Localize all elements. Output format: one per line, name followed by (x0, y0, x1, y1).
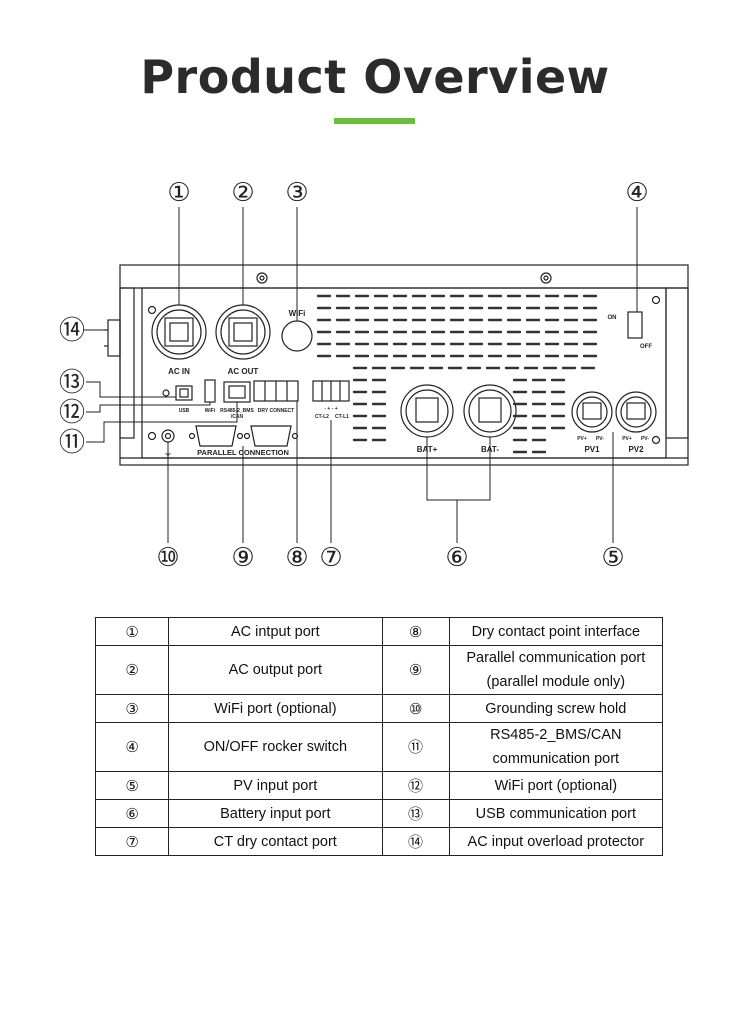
legend-num-right: ⑪ (381, 722, 450, 772)
legend-desc-left: ON/OFF rocker switch (168, 722, 383, 772)
overload-protector (107, 319, 121, 357)
wifi-usb-port (204, 379, 216, 403)
legend-desc-right: Dry contact point interface (448, 617, 664, 646)
wifi-port-round (281, 320, 313, 352)
legend-desc-left: Battery input port (168, 799, 383, 828)
legend-desc-right: Grounding screw hold (448, 694, 664, 723)
legend-num-right: ⑭ (381, 827, 450, 856)
callout-10: ⑩ (156, 543, 179, 573)
label-ct-l1: CT-L1 (335, 414, 349, 420)
left-side-flange (119, 287, 135, 439)
page-title: Product Overview (140, 50, 610, 104)
legend-desc-right: USB communication port (448, 799, 664, 828)
bat-plus-connector (400, 384, 454, 438)
top-screw-right (540, 272, 552, 284)
callout-12: ⑫ (59, 398, 85, 428)
legend-desc-right: AC input overload protector (448, 827, 664, 856)
parallel-db9-left (195, 425, 237, 447)
callout-9: ⑨ (231, 543, 254, 573)
callout-14: ⑭ (59, 316, 85, 346)
legend-desc-right: RS485-2_BMS/CAN communication port (448, 722, 664, 772)
label-pv1-plus: PV+ (577, 436, 587, 442)
usb-port (175, 385, 193, 401)
top-screw-left (256, 272, 268, 284)
legend-num-left: ⑤ (94, 771, 170, 800)
label-ac-out: AC OUT (228, 367, 259, 376)
label-pv2-plus: PV+ (622, 436, 632, 442)
legend-num-left: ② (94, 645, 170, 695)
label-pv2-minus: PV- (641, 436, 649, 442)
callout-3: ③ (285, 178, 308, 208)
title-accent-bar (334, 118, 415, 124)
legend-num-left: ④ (94, 722, 170, 772)
callout-6: ⑥ (445, 543, 468, 573)
legend-desc-left: PV input port (168, 771, 383, 800)
label-pv2: PV2 (628, 445, 644, 454)
legend-num-left: ① (94, 617, 170, 646)
callout-13: ⑬ (59, 368, 85, 398)
label-ac-in: AC IN (168, 367, 190, 376)
small-led (162, 389, 170, 397)
label-usb: USB (179, 408, 190, 414)
legend-desc-left: AC intput port (168, 617, 383, 646)
plate-screw (147, 305, 157, 315)
legend-num-right: ⑧ (381, 617, 450, 646)
legend-num-left: ⑦ (94, 827, 170, 856)
label-ct-l2: CT-L2 (315, 414, 329, 420)
label-wifi-small: WiFi (205, 408, 216, 414)
callout-11: ⑪ (59, 428, 85, 458)
parallel-db9-right (250, 425, 292, 447)
callout-1: ① (167, 178, 190, 208)
label-dry-connect: DRY CONNECT (258, 408, 294, 414)
rs485-rj45-port (223, 381, 251, 403)
label-pv1-minus: PV- (596, 436, 604, 442)
callout-2: ② (231, 178, 254, 208)
on-off-rocker-switch (627, 311, 643, 339)
label-ct-signs: - + - + (324, 406, 337, 412)
callout-5: ⑤ (601, 543, 624, 573)
pv1-connector (571, 391, 613, 433)
callout-8: ⑧ (285, 543, 308, 573)
ac-in-connector (151, 304, 207, 360)
callout-4: ④ (625, 178, 648, 208)
legend-desc-left: WiFi port (optional) (168, 694, 383, 723)
label-on: ON (608, 315, 617, 321)
pv2-connector (615, 391, 657, 433)
front-plate (141, 287, 667, 459)
ventilation-slots (316, 294, 598, 454)
bat-minus-connector (463, 384, 517, 438)
right-side-flange (665, 287, 689, 439)
legend-desc-left: AC output port (168, 645, 383, 695)
label-off: OFF (640, 344, 652, 350)
legend-num-right: ⑩ (381, 694, 450, 723)
legend-num-right: ⑫ (381, 771, 450, 800)
legend-desc-right: Parallel communication port (parallel mo… (448, 645, 664, 695)
label-pv1: PV1 (584, 445, 600, 454)
legend-desc-right: WiFi port (optional) (448, 771, 664, 800)
legend-num-right: ⑬ (381, 799, 450, 828)
legend-num-left: ③ (94, 694, 170, 723)
legend-desc-left: CT dry contact port (168, 827, 383, 856)
legend-num-right: ⑨ (381, 645, 450, 695)
grounding-screw (161, 429, 175, 443)
callout-7: ⑦ (319, 543, 342, 573)
inverter-panel-diagram: WiFi ON OFF AC IN AC OUT USB WiFi RS485-… (59, 178, 689, 573)
legend-num-left: ⑥ (94, 799, 170, 828)
ac-out-connector (215, 304, 271, 360)
